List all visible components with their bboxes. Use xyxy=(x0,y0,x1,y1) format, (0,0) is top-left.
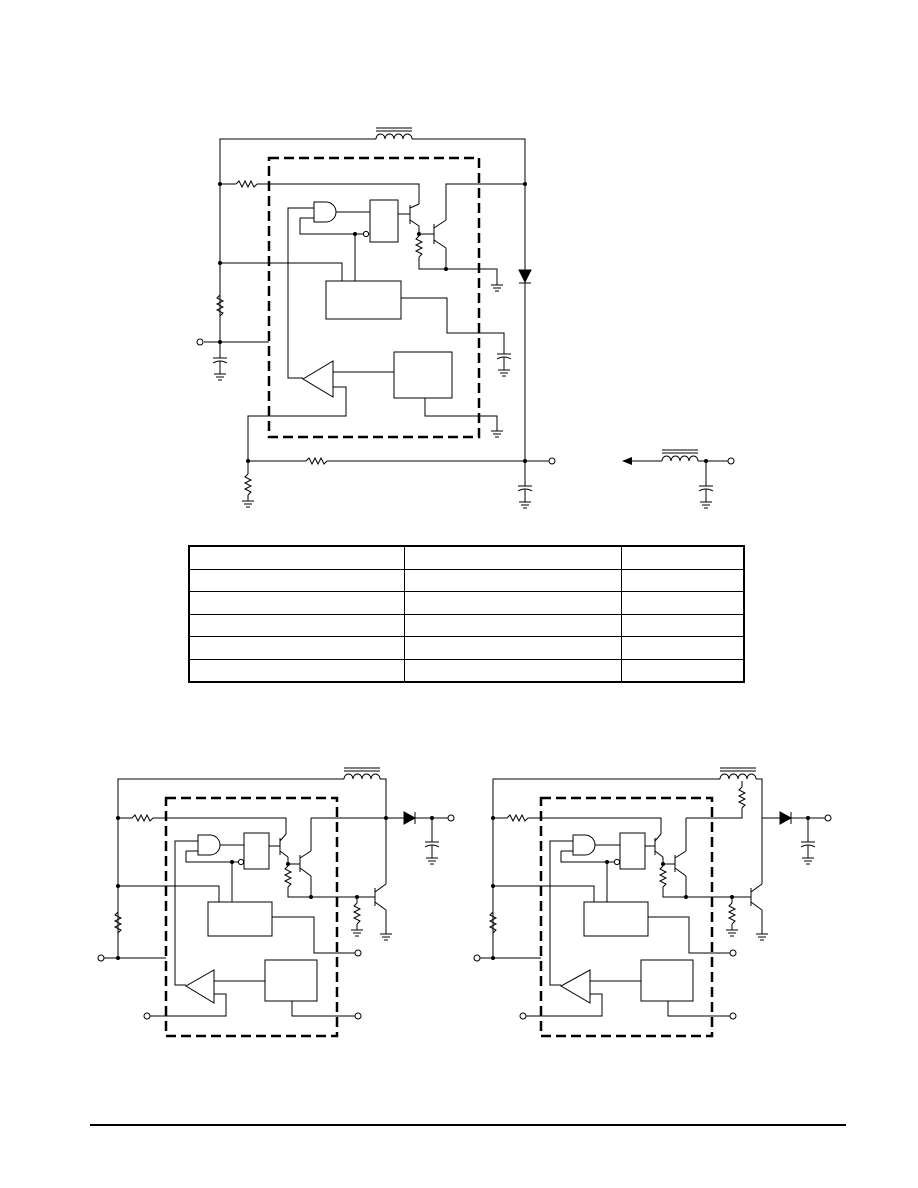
boost-converter-schematic xyxy=(196,127,556,509)
capacitor-symbol xyxy=(496,347,512,365)
table-cell xyxy=(404,636,622,660)
input-terminal xyxy=(473,954,481,962)
capacitor-terminal xyxy=(354,949,362,957)
table-cell xyxy=(621,591,745,615)
ground-symbol xyxy=(801,851,815,865)
output-terminal xyxy=(824,814,832,822)
ground-symbol xyxy=(213,367,227,381)
table-row xyxy=(188,613,745,637)
table-cell xyxy=(188,658,405,683)
table-row xyxy=(188,636,745,660)
capacitor-symbol xyxy=(424,835,440,853)
table-cell xyxy=(188,613,405,637)
resistor-symbol xyxy=(659,865,667,888)
inductor-symbol xyxy=(661,449,699,462)
table-cell xyxy=(621,636,745,660)
table-row xyxy=(188,545,745,570)
oscillator-block xyxy=(583,901,649,937)
resistor-symbol xyxy=(506,814,529,822)
output-terminal xyxy=(548,457,556,465)
table-row xyxy=(188,658,745,683)
ic-boundary xyxy=(539,796,714,1038)
table-cell xyxy=(621,658,745,683)
capacitor-symbol xyxy=(698,479,714,497)
feedback-terminal xyxy=(519,1012,527,1020)
table-cell xyxy=(404,545,622,570)
capacitor-symbol xyxy=(517,479,533,497)
inductor-symbol xyxy=(343,767,381,780)
ground-symbol xyxy=(379,927,393,941)
inductor-output-filter xyxy=(622,449,735,509)
table-cell xyxy=(188,545,405,570)
resistor-symbol xyxy=(728,902,736,925)
resistor-symbol xyxy=(244,473,252,496)
and-gate-symbol xyxy=(197,834,221,856)
table-cell xyxy=(621,613,745,637)
ground-symbol xyxy=(755,927,769,941)
ground-symbol xyxy=(725,923,739,937)
arrow-left-icon xyxy=(622,457,632,465)
table-cell xyxy=(404,613,622,637)
capacitor-terminal xyxy=(729,949,737,957)
resistor-symbol xyxy=(415,235,423,258)
output-terminal xyxy=(447,814,455,822)
diode-symbol xyxy=(779,811,793,825)
table-cell xyxy=(621,545,745,570)
diode-symbol xyxy=(518,269,532,284)
table-cell xyxy=(404,591,622,615)
reference-block xyxy=(640,959,694,1002)
table-row xyxy=(188,568,745,592)
capacitor-symbol xyxy=(212,351,228,369)
ground-symbol xyxy=(425,851,439,865)
diode-symbol xyxy=(403,811,417,825)
external-transistor-boost-schematic xyxy=(97,767,455,1038)
filter-terminal xyxy=(727,457,735,465)
ground-terminal xyxy=(354,1012,362,1020)
and-gate-symbol xyxy=(572,834,596,856)
input-terminal xyxy=(97,954,105,962)
table-cell xyxy=(404,568,622,592)
ground-symbol xyxy=(350,923,364,937)
table-cell xyxy=(188,568,405,592)
resistor-symbol xyxy=(353,902,361,925)
inductor-symbol xyxy=(375,127,413,140)
input-terminal xyxy=(196,338,204,346)
ground-symbol xyxy=(518,495,532,509)
reference-block xyxy=(393,351,453,399)
and-gate-symbol xyxy=(313,201,337,223)
ic-boundary xyxy=(267,156,481,439)
comparator-symbol xyxy=(185,969,215,1004)
ground-symbol xyxy=(699,495,713,509)
table-cell xyxy=(188,591,405,615)
ground-symbol xyxy=(490,424,504,438)
external-transistor-flyback-schematic xyxy=(473,767,832,1038)
ground-symbol xyxy=(497,363,511,377)
oscillator-block xyxy=(207,901,273,937)
reference-block xyxy=(264,959,318,1002)
table-cell xyxy=(621,568,745,592)
oscillator-block xyxy=(325,280,402,320)
ground-terminal xyxy=(729,1012,737,1020)
resistor-symbol xyxy=(305,457,328,465)
ic-boundary xyxy=(164,796,339,1038)
resistor-symbol xyxy=(738,786,746,809)
table-cell xyxy=(188,636,405,660)
capacitor-symbol xyxy=(800,835,816,853)
comparator-symbol xyxy=(302,360,334,398)
inductor-symbol xyxy=(719,767,757,780)
flip-flop-block xyxy=(243,832,270,870)
table-cell xyxy=(404,658,622,683)
table-row xyxy=(188,591,745,615)
resistor-symbol xyxy=(284,865,292,888)
flip-flop-block xyxy=(369,199,399,243)
feedback-terminal xyxy=(143,1012,151,1020)
resistor-symbol xyxy=(235,180,258,188)
footer-divider xyxy=(90,1124,846,1126)
spec-table xyxy=(188,545,745,683)
ground-symbol xyxy=(490,278,504,292)
ground-symbol xyxy=(241,494,255,508)
resistor-symbol xyxy=(131,814,154,822)
comparator-symbol xyxy=(559,969,591,1004)
flip-flop-block xyxy=(619,832,646,870)
